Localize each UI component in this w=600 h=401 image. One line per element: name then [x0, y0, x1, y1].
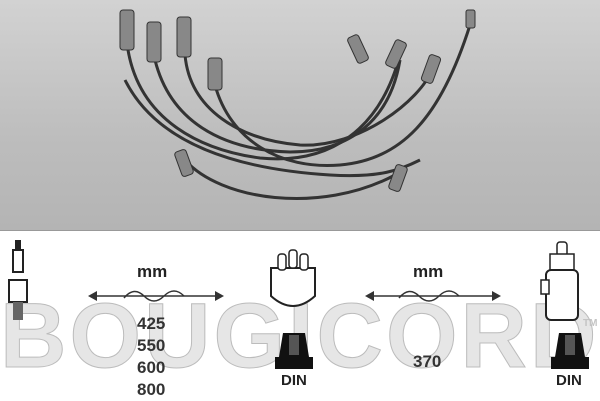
plug-cable-lengths: 425 550 600 800	[137, 313, 165, 401]
coil-cable-unit-label: mm	[413, 262, 444, 281]
ignition-cable-set-illustration	[119, 9, 476, 200]
cable-length: 600	[137, 358, 166, 377]
cable-length: 800	[137, 380, 166, 399]
coil-cable-length: 370	[413, 352, 442, 371]
plug-cable-length-arrow-icon	[88, 290, 224, 302]
cable-length: 550	[137, 336, 166, 355]
coil-connector-label: DIN	[556, 372, 582, 389]
plug-cable-unit-label: mm	[137, 262, 168, 281]
trademark-mark: TM	[583, 318, 598, 329]
spark-plug-icon	[8, 240, 28, 320]
cable-length: 425	[137, 314, 166, 333]
din-connector-icon	[551, 333, 589, 369]
product-photo-ignition-cables	[0, 0, 600, 231]
ignition-coil-icon	[540, 241, 579, 321]
coil-cable-length-arrow-icon	[365, 290, 501, 302]
din-connector-icon	[275, 333, 313, 369]
distributor-cap-icon	[270, 249, 316, 307]
distributor-connector-label: DIN	[281, 372, 307, 389]
